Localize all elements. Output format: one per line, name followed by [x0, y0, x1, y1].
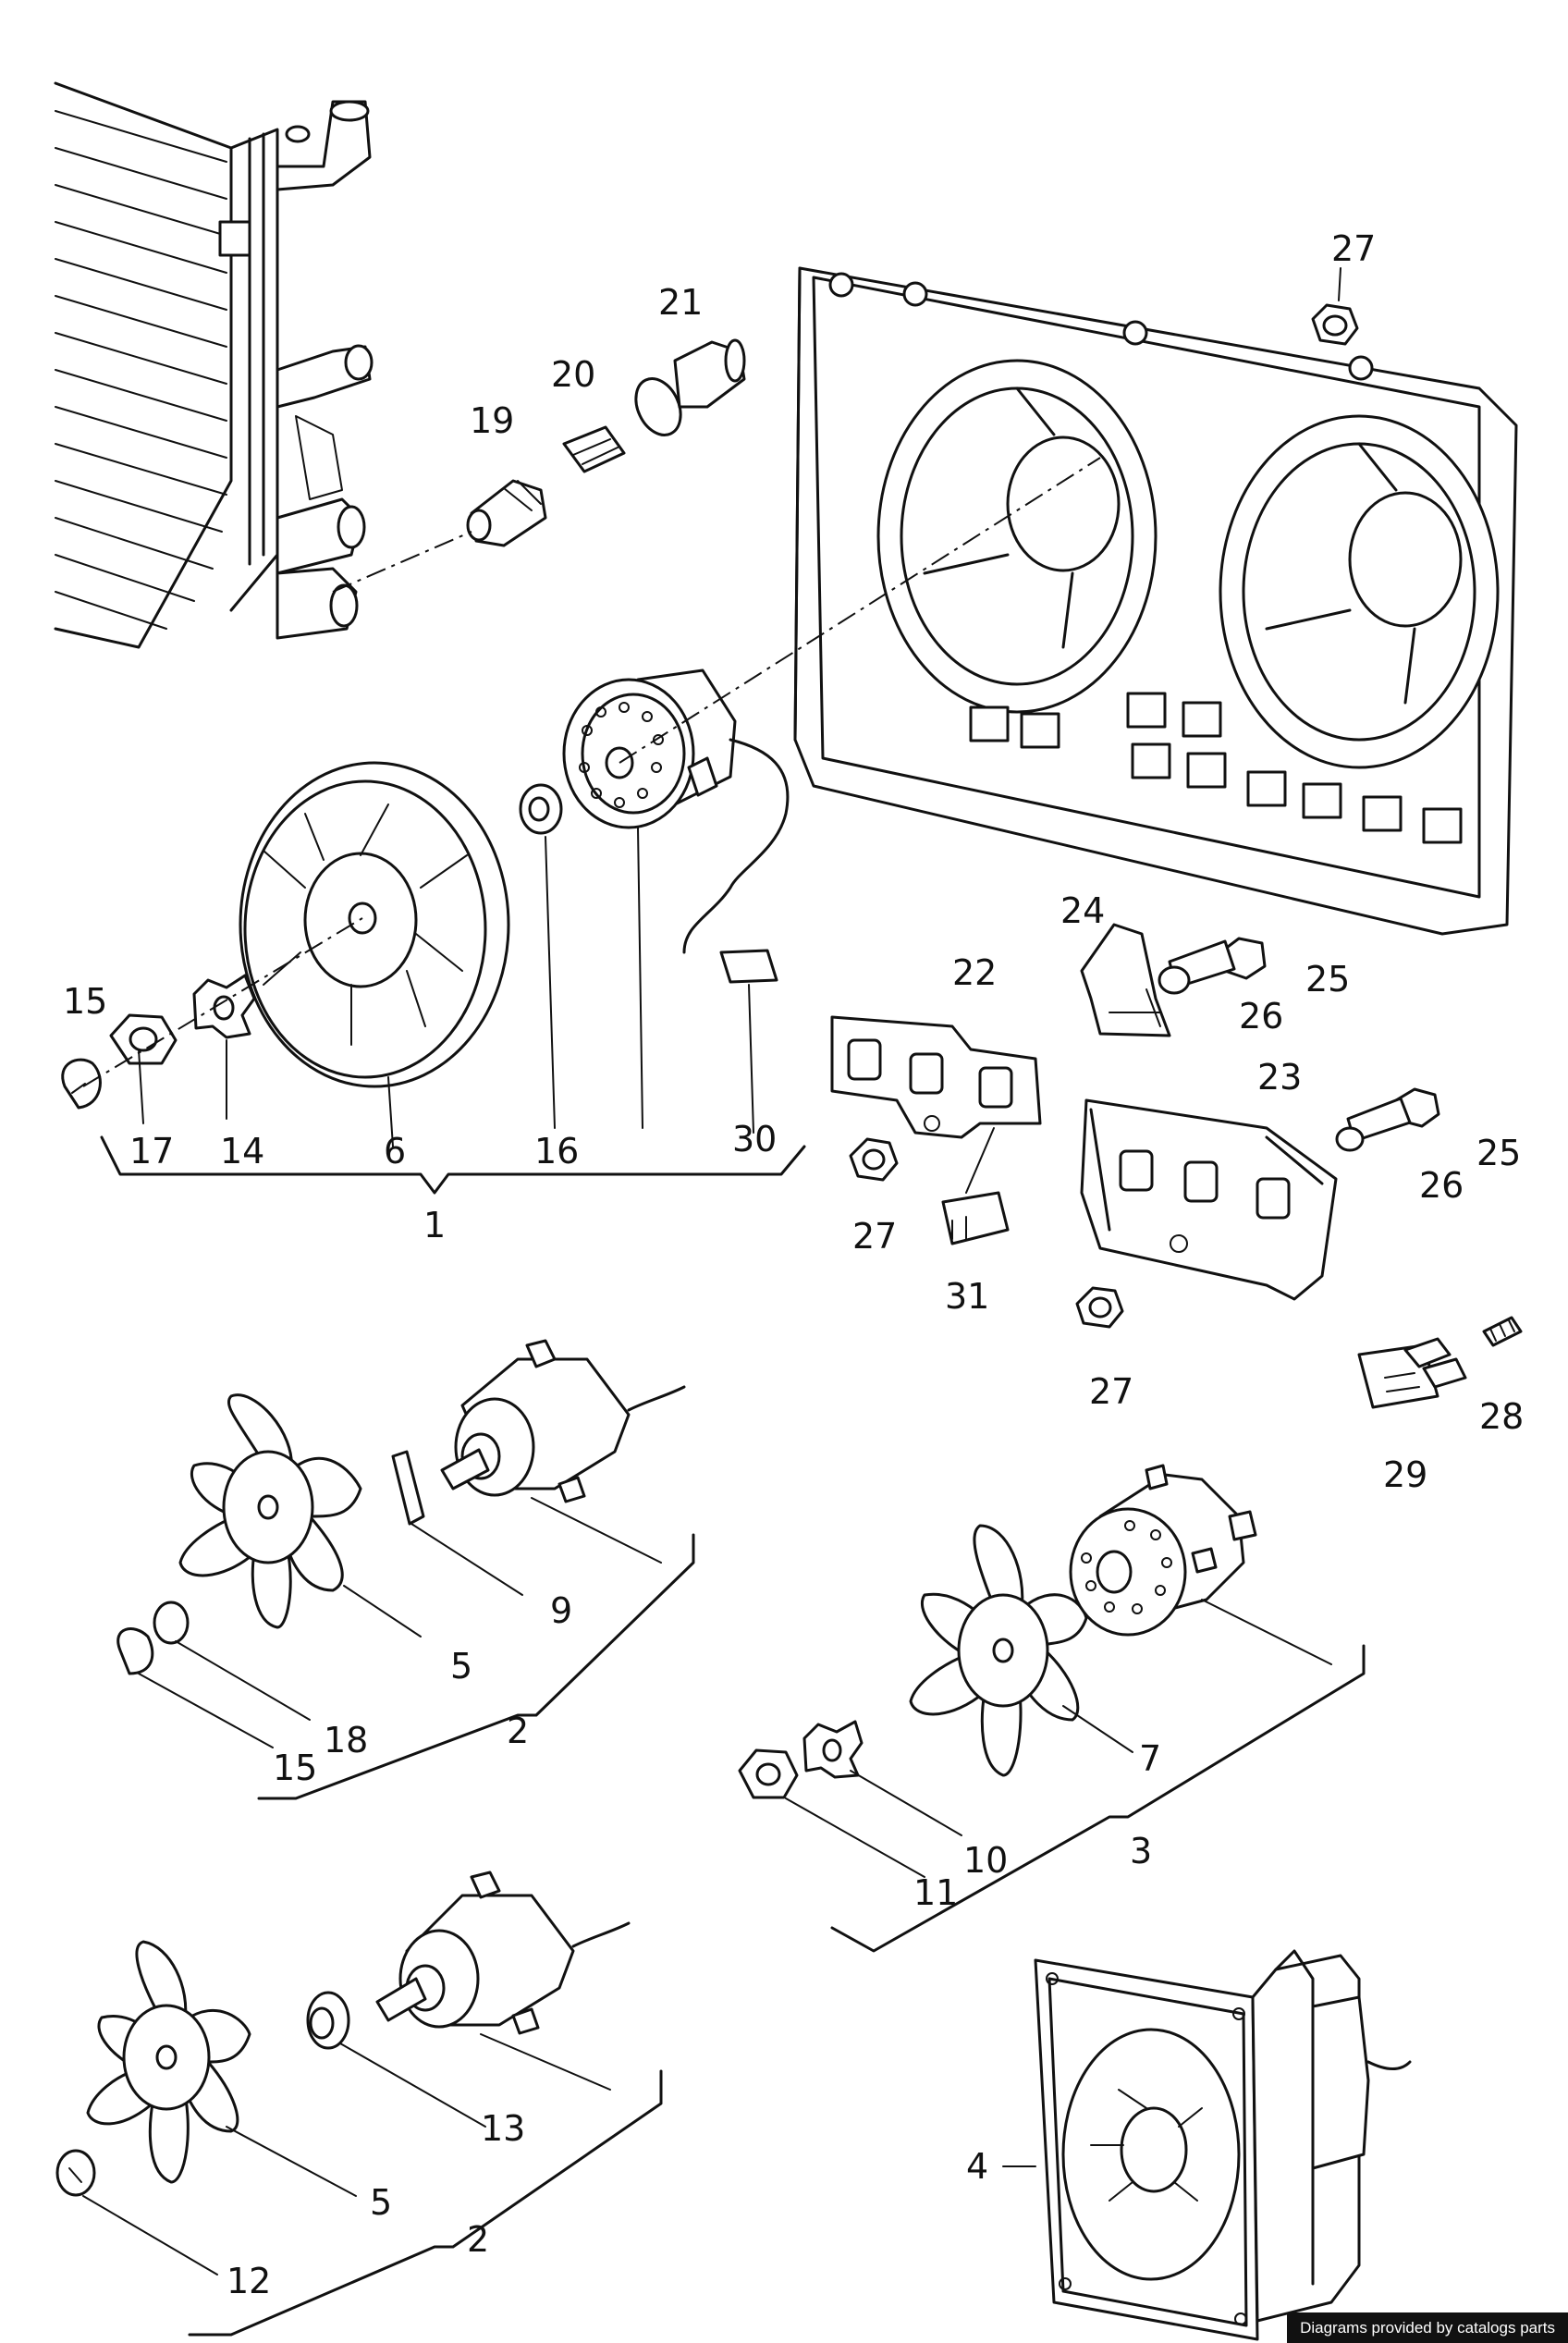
pin-9: [391, 1450, 425, 1526]
callout-3: 3: [1130, 1831, 1152, 1871]
callout-21: 21: [658, 282, 703, 323]
callout-15: 15: [63, 981, 107, 1022]
credit-badge[interactable]: Diagrams provided by catalogs parts: [1287, 2312, 1568, 2343]
callout-28: 28: [1479, 1396, 1524, 1437]
callout-14: 14: [220, 1131, 264, 1172]
cap-13: [306, 1991, 350, 2050]
callout-2b: 2: [467, 2219, 489, 2260]
spacer-16: [519, 783, 563, 835]
callout-5: 5: [450, 1646, 472, 1687]
callout-labels: 27 21 20 19 24 25 26 22 15 17 14 6 16 30…: [63, 228, 1524, 2301]
nut-27-top: [1311, 303, 1359, 346]
callout-30: 30: [732, 1119, 777, 1159]
connector-20: [562, 425, 626, 473]
callout-16: 16: [534, 1131, 579, 1172]
callout-27c: 27: [1089, 1371, 1133, 1412]
fan-blade-6: [239, 761, 510, 1088]
callout-23: 23: [1257, 1057, 1302, 1098]
bracket-24: [1080, 923, 1171, 1037]
washer-26-a: [1158, 965, 1191, 995]
callout-10: 10: [963, 1840, 1008, 1881]
fan-blade-7: [909, 1524, 1088, 1777]
callout-24: 24: [1060, 890, 1105, 931]
callout-15b: 15: [273, 1748, 317, 1788]
o-ring-21: [634, 338, 746, 436]
callout-25b: 25: [1476, 1133, 1521, 1173]
resistor-plate-22: [830, 1015, 1042, 1139]
fan-motor: [562, 669, 790, 984]
callout-22: 22: [952, 952, 997, 993]
starwasher-14: [192, 974, 256, 1039]
callout-13: 13: [481, 2108, 525, 2149]
fan-blade-5-b: [86, 1940, 251, 2184]
nut-17: [109, 1013, 178, 1065]
callout-19: 19: [470, 400, 514, 441]
nut-27-mid: [849, 1137, 899, 1182]
clip-15-mid: [116, 1627, 154, 1675]
clip-12: [55, 2149, 96, 2197]
callout-9: 9: [550, 1590, 572, 1631]
connector-29: [1357, 1337, 1467, 1409]
fan-shroud: [793, 266, 1518, 936]
callout-20: 20: [551, 354, 595, 395]
callout-18: 18: [324, 1720, 368, 1760]
clip-15-top: [61, 1058, 102, 1110]
fan-blade-5-a: [178, 1393, 362, 1629]
callout-26b: 26: [1419, 1165, 1464, 1206]
callout-25: 25: [1305, 959, 1350, 1000]
washer-26-b: [1335, 1126, 1365, 1152]
callout-12: 12: [227, 2261, 271, 2301]
callout-27b: 27: [852, 1216, 897, 1257]
callout-6: 6: [384, 1131, 406, 1172]
nut-27-low: [1075, 1286, 1124, 1329]
callout-7: 7: [1139, 1738, 1161, 1779]
callout-29: 29: [1383, 1454, 1427, 1495]
bolt-25-b: [1346, 1087, 1440, 1143]
resistor-plate-23: [1080, 1098, 1338, 1301]
callout-17: 17: [129, 1131, 174, 1172]
motor-small-c: [375, 1871, 631, 2035]
callout-1: 1: [423, 1205, 446, 1245]
motor-small-a: [440, 1339, 686, 1503]
thermo-switch-19: [466, 479, 547, 547]
plug-28: [1482, 1316, 1523, 1347]
callout-31: 31: [945, 1276, 989, 1317]
callout-4: 4: [966, 2146, 988, 2187]
connector-31: [941, 1127, 1010, 1245]
motor-small-b: [1069, 1464, 1257, 1637]
nut-11: [738, 1748, 799, 1799]
radiator: [54, 81, 374, 649]
callout-11: 11: [913, 1872, 958, 1913]
blower-4: [1034, 1949, 1412, 2341]
starwasher-10: [802, 1720, 864, 1779]
callout-26: 26: [1239, 996, 1283, 1037]
washer-18: [153, 1601, 190, 1645]
callout-5b: 5: [370, 2182, 392, 2223]
callout-2: 2: [507, 1711, 529, 1751]
callout-27: 27: [1331, 228, 1376, 269]
